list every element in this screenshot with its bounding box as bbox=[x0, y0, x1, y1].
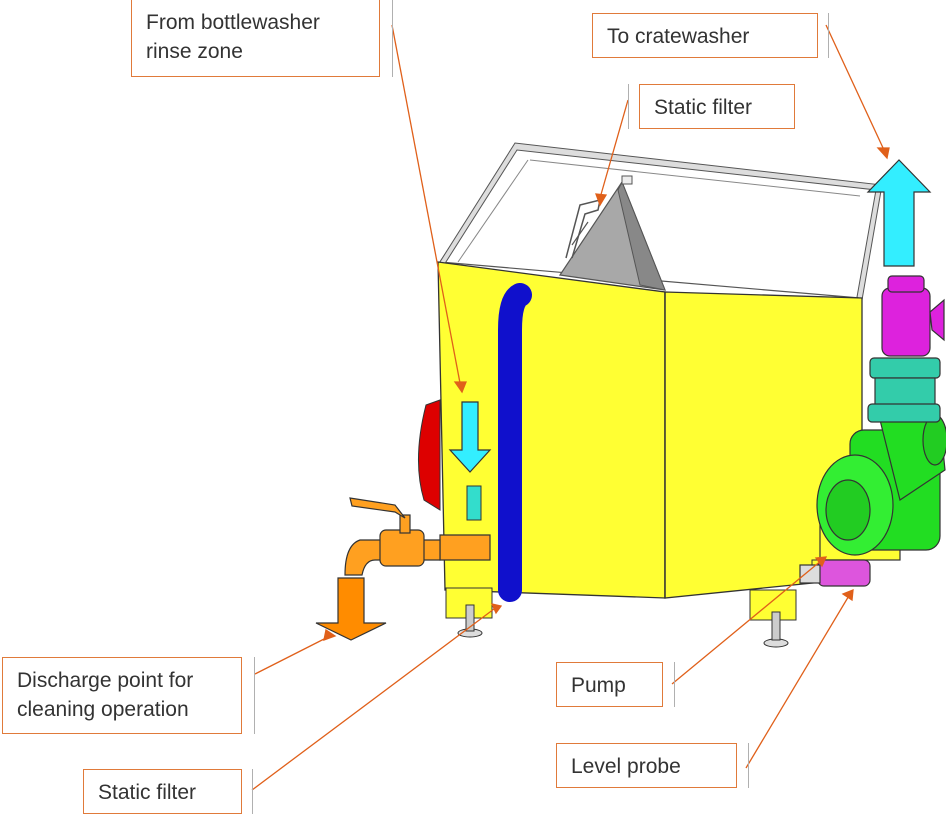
inlet-arrow bbox=[448, 401, 492, 473]
callout-discharge-point-divider bbox=[254, 657, 255, 734]
callout-level-probe: Level probe bbox=[556, 743, 737, 788]
callout-discharge-point: Discharge point for cleaning operation bbox=[2, 657, 242, 734]
discharge-valve bbox=[344, 497, 491, 576]
callout-pump-text: Pump bbox=[571, 674, 626, 697]
pump-assembly bbox=[799, 275, 946, 587]
side-valve bbox=[418, 399, 441, 511]
callout-static-filter-top-text: Static filter bbox=[654, 96, 753, 119]
outlet-arrow bbox=[866, 159, 932, 267]
leader-lines bbox=[251, 24, 890, 791]
callout-to-cratewasher-text: To cratewasher bbox=[607, 25, 750, 48]
callout-discharge-point-line2: cleaning operation bbox=[17, 698, 189, 721]
callout-static-filter-bottom: Static filter bbox=[83, 769, 242, 814]
callout-from-bottlewasher-divider bbox=[392, 0, 393, 77]
callout-static-filter-top-divider bbox=[628, 84, 629, 129]
callout-static-filter-top: Static filter bbox=[639, 84, 795, 129]
standpipe bbox=[498, 283, 532, 602]
inlet-nozzle bbox=[466, 485, 482, 521]
callout-static-filter-bottom-text: Static filter bbox=[98, 781, 197, 804]
callout-static-filter-bottom-divider bbox=[252, 769, 253, 814]
callout-level-probe-divider bbox=[748, 743, 749, 788]
callout-pump-divider bbox=[674, 662, 675, 707]
callout-discharge-point-line1: Discharge point for bbox=[17, 669, 194, 692]
tank-rim bbox=[437, 142, 883, 301]
callout-to-cratewasher-divider bbox=[828, 13, 829, 58]
callout-from-bottlewasher-line1: From bottlewasher bbox=[146, 11, 320, 34]
static-filter-basket bbox=[558, 175, 666, 291]
discharge-arrow bbox=[315, 577, 387, 641]
callout-pump: Pump bbox=[556, 662, 663, 707]
callout-to-cratewasher: To cratewasher bbox=[592, 13, 818, 58]
callout-from-bottlewasher: From bottlewasher rinse zone bbox=[131, 0, 380, 77]
callout-level-probe-text: Level probe bbox=[571, 755, 681, 778]
callout-from-bottlewasher-line2: rinse zone bbox=[146, 40, 243, 63]
